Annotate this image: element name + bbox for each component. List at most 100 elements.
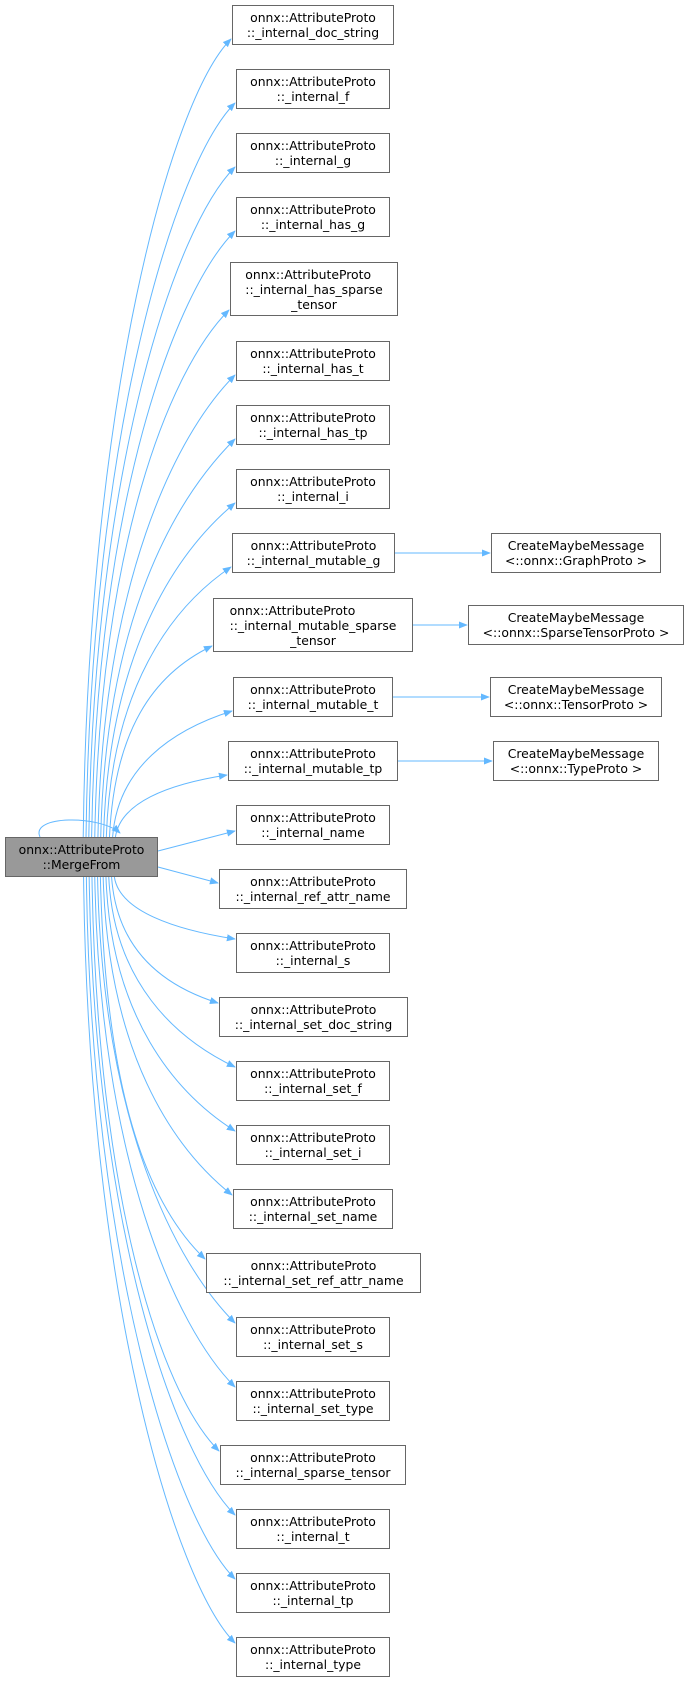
node-cmm-sparse[interactable]: CreateMaybeMessage<::onnx::SparseTensorP… [468, 605, 684, 645]
node-label: onnx::AttributeProto::_internal_mutable_… [247, 538, 381, 568]
node-label-line: onnx::AttributeProto [229, 602, 356, 618]
edge-mergefrom-self-loop [38, 819, 121, 838]
node-label-line: onnx::AttributeProto [250, 1002, 377, 1017]
node-set-f[interactable]: onnx::AttributeProto::_internal_set_f [236, 1061, 390, 1101]
node-label: onnx::AttributeProto::_internal_has_g [250, 202, 376, 232]
node-label-line: onnx::AttributeProto [250, 938, 376, 953]
edge-mergefrom-to-s [113, 876, 236, 942]
node-doc-string[interactable]: onnx::AttributeProto::_internal_doc_stri… [232, 5, 394, 45]
edge-mergefrom-to-has-sparse-tensor [94, 309, 230, 838]
node-label: onnx::AttributeProto::_internal_sparse_t… [235, 1450, 390, 1480]
node-label-line: onnx::AttributeProto [250, 1258, 377, 1273]
edge-mergefrom-to-mutable-sparse-tensor [108, 645, 213, 838]
node-label-line: onnx::AttributeProto [250, 1066, 376, 1081]
node-label-line: CreateMaybeMessage [507, 538, 645, 553]
node-mutable-t[interactable]: onnx::AttributeProto::_internal_mutable_… [233, 677, 393, 717]
node-label-line: CreateMaybeMessage [507, 610, 645, 625]
node-type[interactable]: onnx::AttributeProto::_internal_type [236, 1637, 390, 1677]
edge-mergefrom-to-tp [85, 876, 236, 1580]
node-set-type[interactable]: onnx::AttributeProto::_internal_set_type [236, 1381, 390, 1421]
node-i[interactable]: onnx::AttributeProto::_internal_i [236, 469, 390, 509]
node-name[interactable]: onnx::AttributeProto::_internal_name [236, 805, 390, 845]
node-label: onnx::AttributeProto::_internal_set_ref_… [223, 1258, 403, 1288]
node-ref-attr-name[interactable]: onnx::AttributeProto::_internal_ref_attr… [219, 869, 407, 909]
edge-mergefrom-to-mutable-t [112, 710, 233, 838]
node-label-line: ::_internal_has_t [262, 361, 364, 376]
node-sparse-tensor[interactable]: onnx::AttributeProto::_internal_sparse_t… [220, 1445, 406, 1485]
node-label-line: ::_internal_g [274, 153, 352, 168]
node-label-line: ::_internal_set_doc_string [234, 1017, 393, 1032]
node-label-line: ::_internal_ref_attr_name [235, 889, 391, 904]
node-label-line: ::_internal_mutable_g [246, 553, 381, 568]
node-t[interactable]: onnx::AttributeProto::_internal_t [236, 1509, 390, 1549]
node-label: onnx::AttributeProto::_internal_has_spar… [245, 267, 382, 312]
node-label-line: onnx::AttributeProto [250, 10, 376, 25]
node-label: CreateMaybeMessage<::onnx::TypeProto > [508, 746, 645, 776]
edge-mergefrom-to-mutable-tp [114, 772, 228, 838]
edge-mergefrom-to-set-ref-attr-name [99, 876, 206, 1260]
node-label-line: onnx::AttributeProto [250, 1386, 376, 1401]
node-label-line: onnx::AttributeProto [250, 1514, 376, 1529]
node-set-s[interactable]: onnx::AttributeProto::_internal_set_s [236, 1317, 390, 1357]
node-label-line: ::_internal_name [261, 825, 365, 840]
node-label-line: onnx::AttributeProto [250, 746, 376, 761]
node-label-line: onnx::AttributeProto [250, 474, 376, 489]
node-label: onnx::AttributeProto::_internal_type [250, 1642, 376, 1672]
edge-mergefrom-to-mutable-g [105, 566, 232, 838]
node-cmm-type[interactable]: CreateMaybeMessage<::onnx::TypeProto > [493, 741, 659, 781]
node-set-doc-string[interactable]: onnx::AttributeProto::_internal_set_doc_… [219, 997, 408, 1037]
node-label-line: <::onnx::SparseTensorProto > [482, 625, 670, 640]
node-label-line: ::_internal_tp [272, 1593, 354, 1608]
node-label: CreateMaybeMessage<::onnx::SparseTensorP… [483, 610, 670, 640]
node-mutable-tp[interactable]: onnx::AttributeProto::_internal_mutable_… [228, 741, 398, 781]
edge-mergefrom-to-has-tp [100, 438, 236, 838]
node-label: onnx::AttributeProto::_internal_f [250, 74, 376, 104]
node-label-line: onnx::AttributeProto [250, 538, 377, 553]
node-g[interactable]: onnx::AttributeProto::_internal_g [236, 133, 390, 173]
node-label-line: <::onnx::TypeProto > [509, 761, 643, 776]
node-f[interactable]: onnx::AttributeProto::_internal_f [236, 69, 390, 109]
node-has-tp[interactable]: onnx::AttributeProto::_internal_has_tp [236, 405, 390, 445]
node-label-line: ::MergeFrom [42, 857, 121, 872]
edge-mergefrom-to-g [88, 166, 236, 838]
node-cmm-graph[interactable]: CreateMaybeMessage<::onnx::GraphProto > [491, 533, 661, 573]
node-label-line: onnx::AttributeProto [250, 1578, 376, 1593]
edge-mergefrom-to-set-f [108, 876, 236, 1068]
node-label: onnx::AttributeProto::_internal_set_name [249, 1194, 378, 1224]
node-mergefrom[interactable]: onnx::AttributeProto::MergeFrom [5, 837, 158, 877]
node-tp[interactable]: onnx::AttributeProto::_internal_tp [236, 1573, 390, 1613]
node-set-name[interactable]: onnx::AttributeProto::_internal_set_name [233, 1189, 393, 1229]
node-s[interactable]: onnx::AttributeProto::_internal_s [236, 933, 390, 973]
node-has-sparse-tensor[interactable]: onnx::AttributeProto::_internal_has_spar… [230, 262, 398, 316]
node-label: onnx::AttributeProto::_internal_mutable_… [244, 746, 383, 776]
node-label-line: onnx::AttributeProto [250, 138, 376, 153]
node-label: onnx::AttributeProto::_internal_doc_stri… [247, 10, 379, 40]
node-label-line: _tensor [290, 632, 336, 648]
node-has-t[interactable]: onnx::AttributeProto::_internal_has_t [236, 341, 390, 381]
edge-mergefrom-to-set-type [94, 876, 236, 1388]
node-set-i[interactable]: onnx::AttributeProto::_internal_set_i [236, 1125, 390, 1165]
node-set-ref-attr-name[interactable]: onnx::AttributeProto::_internal_set_ref_… [206, 1253, 421, 1293]
node-label: onnx::AttributeProto::_internal_mutable_… [230, 603, 397, 648]
node-label-line: onnx::AttributeProto [250, 810, 376, 825]
node-label-line: ::_internal_i [277, 489, 349, 504]
edge-mergefrom-to-set-name [102, 876, 233, 1196]
node-label: onnx::AttributeProto::_internal_mutable_… [248, 682, 379, 712]
edge-mergefrom-to-t [88, 876, 236, 1516]
node-label: onnx::AttributeProto::_internal_set_f [250, 1066, 376, 1096]
node-label-line: ::_internal_mutable_sparse [229, 617, 397, 633]
node-label-line: ::_internal_set_s [263, 1337, 363, 1352]
edge-mergefrom-to-has-t [97, 374, 236, 838]
edge-mergefrom-to-set-i [105, 876, 236, 1132]
edge-mergefrom-to-sparse-tensor [91, 876, 220, 1452]
node-label-line: onnx::AttributeProto [245, 266, 372, 282]
edge-mergefrom-to-ref-attr-name [157, 866, 219, 885]
node-label-line: ::_internal_has_tp [258, 425, 368, 440]
node-label-line: ::_internal_set_i [264, 1145, 362, 1160]
node-label-line: <::onnx::GraphProto > [504, 553, 648, 568]
node-mutable-g[interactable]: onnx::AttributeProto::_internal_mutable_… [232, 533, 395, 573]
node-has-g[interactable]: onnx::AttributeProto::_internal_has_g [236, 197, 390, 237]
node-label: onnx::AttributeProto::MergeFrom [19, 842, 145, 872]
node-mutable-sparse-tensor[interactable]: onnx::AttributeProto::_internal_mutable_… [213, 598, 413, 652]
node-cmm-tensor[interactable]: CreateMaybeMessage<::onnx::TensorProto > [490, 677, 662, 717]
